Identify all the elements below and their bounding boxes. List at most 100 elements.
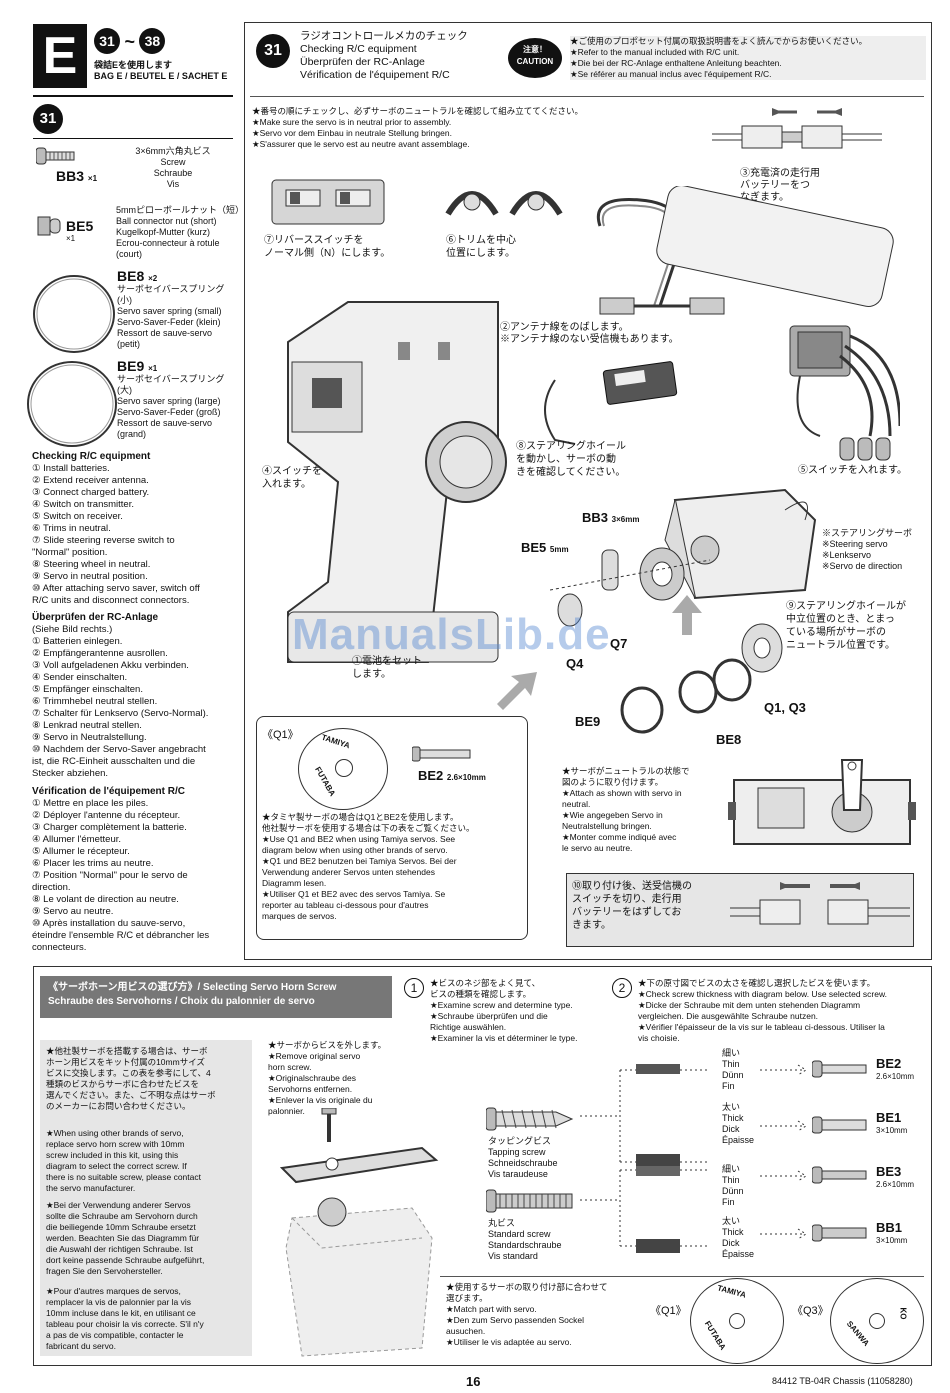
- list-item: ⑩ Nachdem der Servo-Saver angebracht ist…: [32, 744, 206, 779]
- list-item: ⑤ Empfänger einschalten.: [32, 684, 143, 695]
- step-31-badge-left: 31: [33, 104, 63, 134]
- part-bb3-desc: 3×6mm六角丸ビス Screw Schraube Vis: [135, 146, 211, 189]
- list-item: ⑦ Schalter für Lenkservo (Servo-Normal).: [32, 708, 209, 719]
- be2-screw-icon: [411, 746, 472, 767]
- label-q7: Q7: [610, 636, 628, 651]
- horn-screw-label: BE2 2.6×10mm: [418, 768, 486, 783]
- checklist-en-heading: Checking R/C equipment: [32, 451, 151, 462]
- intro-fr: ★Pour d'autres marques de servos, rempla…: [46, 1286, 204, 1351]
- step1-badge: 1: [404, 978, 424, 998]
- reverse-switch-drawing: [268, 174, 388, 235]
- intro-panel: [40, 1040, 252, 1356]
- callout-1: ①電池をセット します。: [352, 656, 422, 680]
- step-31-badge: 31: [256, 34, 290, 68]
- label-be5: BE5 5mm: [521, 540, 569, 555]
- screw-selection-panel: [33, 966, 932, 1366]
- label-be9: BE9: [575, 714, 601, 729]
- result-arrows: [760, 1060, 810, 1255]
- bag-letter-box: E: [33, 24, 87, 88]
- intro-en: ★When using other brands of servo, repla…: [46, 1128, 201, 1193]
- neutral-note: ★番号の順にチェックし、必ずサーボのニュートラルを確認して組み立ててください。 …: [252, 106, 583, 149]
- standard-label: 丸ビス Standard screw Standardschraube Vis …: [488, 1218, 562, 1261]
- result-screw-be3-icon: [811, 1166, 868, 1189]
- divider-step-top: [250, 96, 924, 97]
- thin-label-2: 細い Thin Dünn Fin: [722, 1164, 744, 1207]
- spring-assembly-drawing: [612, 618, 812, 743]
- motor-connectors-drawing: [838, 432, 896, 473]
- checklist-de: Überprüfen der RC-Anlage (Siehe Bild rec…: [32, 612, 244, 780]
- q3-disc-center: [869, 1313, 885, 1329]
- part-be9-desc: サーボセイバースプリング (大) Servo saver spring (lar…: [117, 374, 225, 439]
- result-be1-size: 3×10mm: [876, 1126, 908, 1135]
- result-be2-size: 2.6×10mm: [876, 1072, 915, 1081]
- battery-wiring-drawing: [540, 185, 902, 491]
- list-item: ④ Switch on transmitter.: [32, 499, 134, 510]
- part-be8-desc: サーボセイバースプリング (小) Servo saver spring (sma…: [117, 284, 225, 349]
- label-q4: Q4: [566, 656, 584, 671]
- list-item: ⑥ Placer les trims au neutre.: [32, 858, 154, 869]
- list-item: ③ Connect charged battery.: [32, 487, 150, 498]
- callout-7: ⑦リバーススイッチを ノーマル側（N）にします。: [264, 235, 391, 259]
- horn-box-text: ★タミヤ製サーボの場合はQ1とBE2を使用します。 他社製サーボを使用する場合は…: [262, 812, 475, 921]
- thick-label-2: 太い Thick Dick Épaisse: [722, 1216, 755, 1259]
- list-item: ③ Charger complètement la batterie.: [32, 822, 187, 833]
- callout-4: ④スイッチを 入れます。: [262, 466, 322, 490]
- q1-disc-bottom: FUTABA: [702, 1319, 728, 1352]
- list-item: ④ Allumer l'émetteur.: [32, 834, 122, 845]
- horn-box-label: 《Q1》: [262, 729, 299, 741]
- list-item: ⑦ Position "Normal" pour le servo de dir…: [32, 870, 188, 893]
- step10-note: ⑩取り付け後、送受信機の スイッチを切り、走行用 バッテリーをはずしてお きます…: [572, 881, 692, 931]
- disc-center: [335, 759, 353, 777]
- intro-ja: ★他社製サーボを搭載する場合は、サーボ ホーン用ビスをキット付属の10mmサイズ…: [46, 1046, 216, 1111]
- assembly-arrow: [672, 595, 702, 640]
- intro-de: ★Bei der Verwendung anderer Servos sollt…: [46, 1200, 205, 1276]
- servo-label: ※ステアリングサーボ ※Steering servo ※Lenkservo ※S…: [822, 528, 913, 571]
- q1-disc: TAMIYA FUTABA: [690, 1278, 784, 1364]
- list-item: ③ Voll aufgeladenen Akku verbinden.: [32, 660, 189, 671]
- assembly-arrow-2: [497, 672, 537, 717]
- list-item: ⑤ Allumer le récepteur.: [32, 846, 130, 857]
- horn-info-box: [256, 716, 528, 940]
- small-spring-icon: [30, 272, 120, 361]
- list-item: ⑨ Servo in Neutralstellung.: [32, 732, 147, 743]
- caution-badge: 注意！ CAUTION: [508, 38, 562, 78]
- list-item: ② Extend receiver antenna.: [32, 475, 149, 486]
- large-spring-icon: [24, 358, 122, 455]
- part-be5-qty: ×1: [66, 234, 76, 243]
- disc-top-label: TAMIYA: [320, 732, 352, 751]
- screw-icon: [35, 146, 76, 171]
- checklist-fr-heading: Vérification de l'équipement R/C: [32, 786, 185, 797]
- disc-bottom-label: FUTABA: [313, 765, 338, 798]
- list-item: ⑧ Lenkrad neutral stellen.: [32, 720, 142, 731]
- q3-disc-bottom: SANWA: [844, 1319, 871, 1348]
- list-item: ⑥ Trimmhebel neutral stellen.: [32, 696, 158, 707]
- list-item: ⑧ Steering wheel in neutral.: [32, 559, 151, 570]
- step-from-badge: 31: [94, 28, 120, 54]
- label-bb3: BB3 3×6mm: [582, 510, 640, 525]
- callout-3: ③充電済の走行用 バッテリーをつ なぎます。: [740, 168, 820, 203]
- list-item: ⑩ Après installation du sauve-servo, éte…: [32, 918, 210, 953]
- result-screw-be2-icon: [811, 1060, 868, 1083]
- list-item: ② Empfängerantenne ausrollen.: [32, 648, 168, 659]
- step2-badge: 2: [612, 978, 632, 998]
- part-bb3-code: BB3 ×1: [56, 168, 98, 184]
- callout-6: ⑥トリムを中心 位置にします。: [446, 235, 516, 259]
- thin-tapping-sample: [636, 1062, 680, 1081]
- divider-lower: [440, 1276, 924, 1277]
- attach-note: ★サーボがニュートラルの状態で 図のように取り付けます。 ★Attach as …: [562, 766, 690, 853]
- q1-label: 《Q1》: [650, 1305, 687, 1317]
- bag-use-text: 袋詰Eを使用します BAG E / BEUTEL E / SACHET E: [94, 60, 228, 81]
- label-q1q3: Q1, Q3: [764, 700, 806, 715]
- part-be5-desc: 5mmピローボールナット（短） Ball connector nut (shor…: [116, 205, 245, 259]
- step-to-badge: 38: [139, 28, 166, 54]
- list-item: ④ Sender einschalten.: [32, 672, 128, 683]
- callout-8: ⑧ステアリングホイール を動かし、サーボの動 きを確認してください。: [516, 441, 626, 478]
- match-note: ★使用するサーボの取り付け部に合わせて 選びます。 ★Match part wi…: [446, 1282, 608, 1347]
- list-item: ① Batterien einlegen.: [32, 636, 123, 647]
- product-code: 84412 TB-04R Chassis (11058280): [772, 1376, 913, 1386]
- callout-2: ②アンテナ線をのばします。 ※アンテナ線のない受信機もあります。: [500, 322, 679, 345]
- standard-screw-icon: [485, 1186, 576, 1221]
- divider-left-2: [33, 138, 233, 139]
- result-be3-size: 2.6×10mm: [876, 1180, 915, 1189]
- checklist-fr: Vérification de l'équipement R/C ① Mettr…: [32, 786, 244, 954]
